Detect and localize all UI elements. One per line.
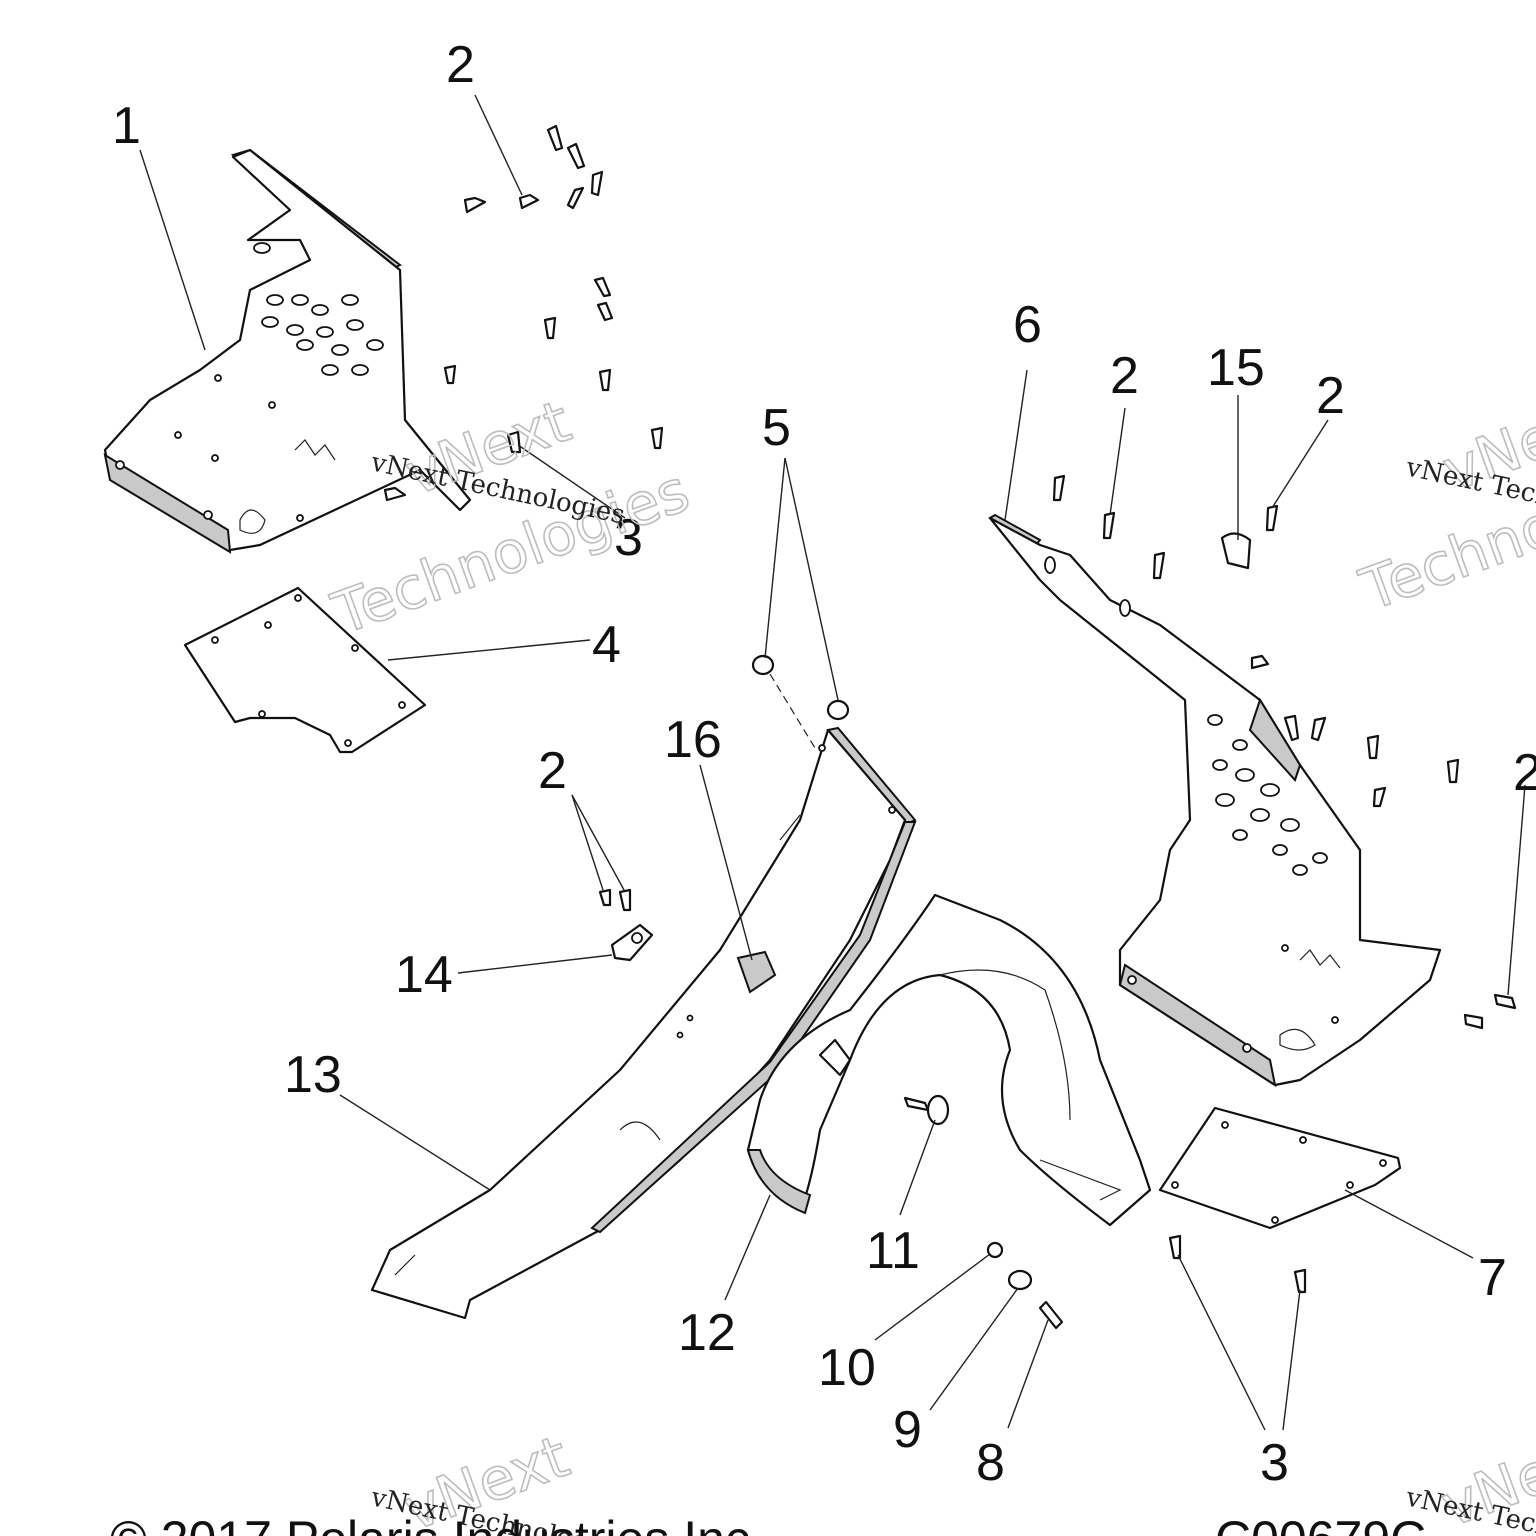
screw	[1366, 734, 1380, 760]
screw	[590, 170, 604, 197]
callout-labels: 1 2 3 4 5 6 2 15 2 16 2 2 14 13 11 7 12 …	[112, 36, 1536, 1492]
callout-3: 3	[1260, 1434, 1289, 1492]
callout-9: 9	[893, 1401, 922, 1459]
screw	[593, 276, 612, 298]
screws	[383, 124, 1517, 1294]
screw	[1152, 551, 1166, 580]
screw	[596, 301, 614, 322]
screw	[543, 316, 557, 340]
part-5-nuts	[751, 654, 850, 749]
screw	[1372, 786, 1387, 808]
screw	[1446, 758, 1460, 784]
callout-2: 2	[1513, 744, 1536, 802]
callout-4: 4	[592, 616, 621, 674]
callout-5: 5	[762, 399, 791, 457]
screw	[1052, 474, 1066, 502]
leader-lines	[139, 94, 1526, 1431]
screw	[1265, 504, 1279, 532]
callout-6: 6	[1013, 296, 1042, 354]
part-16-clip	[736, 950, 777, 994]
part-6-right-shield	[988, 513, 1442, 1088]
callout-2: 2	[1316, 367, 1345, 425]
screw	[1250, 654, 1270, 670]
screw	[1310, 716, 1327, 742]
part-15-clamp	[1220, 532, 1252, 570]
callout-13: 13	[284, 1046, 342, 1104]
figure-code: C00679C	[1215, 1511, 1426, 1536]
screw	[598, 888, 612, 907]
callout-3: 3	[614, 509, 643, 567]
screw	[1293, 1268, 1307, 1294]
part-9-washer	[1007, 1269, 1033, 1291]
screw	[506, 430, 522, 454]
part-13-long-panel	[370, 726, 917, 1320]
callout-15: 15	[1207, 339, 1265, 397]
screw	[566, 186, 585, 210]
screw	[443, 364, 457, 385]
screw	[1168, 1234, 1182, 1260]
screw	[518, 193, 540, 210]
callout-16: 16	[664, 711, 722, 769]
screw	[598, 368, 612, 392]
callout-7: 7	[1478, 1249, 1507, 1307]
part-11-pin	[903, 1094, 950, 1126]
part-4-holes	[211, 594, 406, 747]
callout-2: 2	[1110, 347, 1139, 405]
callout-2: 2	[538, 742, 567, 800]
part-7-right-plate	[1158, 1106, 1402, 1230]
screw	[566, 142, 586, 170]
callout-1: 1	[112, 97, 141, 155]
screw	[618, 888, 632, 912]
screw	[463, 196, 487, 214]
callout-2: 2	[446, 36, 475, 94]
callout-14: 14	[395, 946, 453, 1004]
screw	[1102, 511, 1116, 540]
part-8-bolt	[1038, 1300, 1064, 1330]
screw	[546, 124, 564, 152]
part-4-left-plate	[183, 586, 427, 754]
part-7-holes	[1171, 1121, 1387, 1224]
screw	[650, 426, 664, 450]
screw	[1493, 993, 1517, 1010]
callout-12: 12	[678, 1304, 736, 1362]
part-1-left-shield	[103, 148, 472, 554]
callout-8: 8	[976, 1434, 1005, 1492]
screw	[1283, 714, 1300, 742]
callout-10: 10	[818, 1339, 876, 1397]
screw	[383, 486, 407, 502]
copyright-text: © 2017 Polaris Industries Inc.	[110, 1511, 764, 1536]
part-10-nut	[986, 1241, 1004, 1259]
part-12-fender	[746, 893, 1152, 1227]
screw	[1463, 1013, 1484, 1030]
part-14-clip	[610, 923, 654, 962]
callout-11: 11	[866, 1222, 920, 1280]
